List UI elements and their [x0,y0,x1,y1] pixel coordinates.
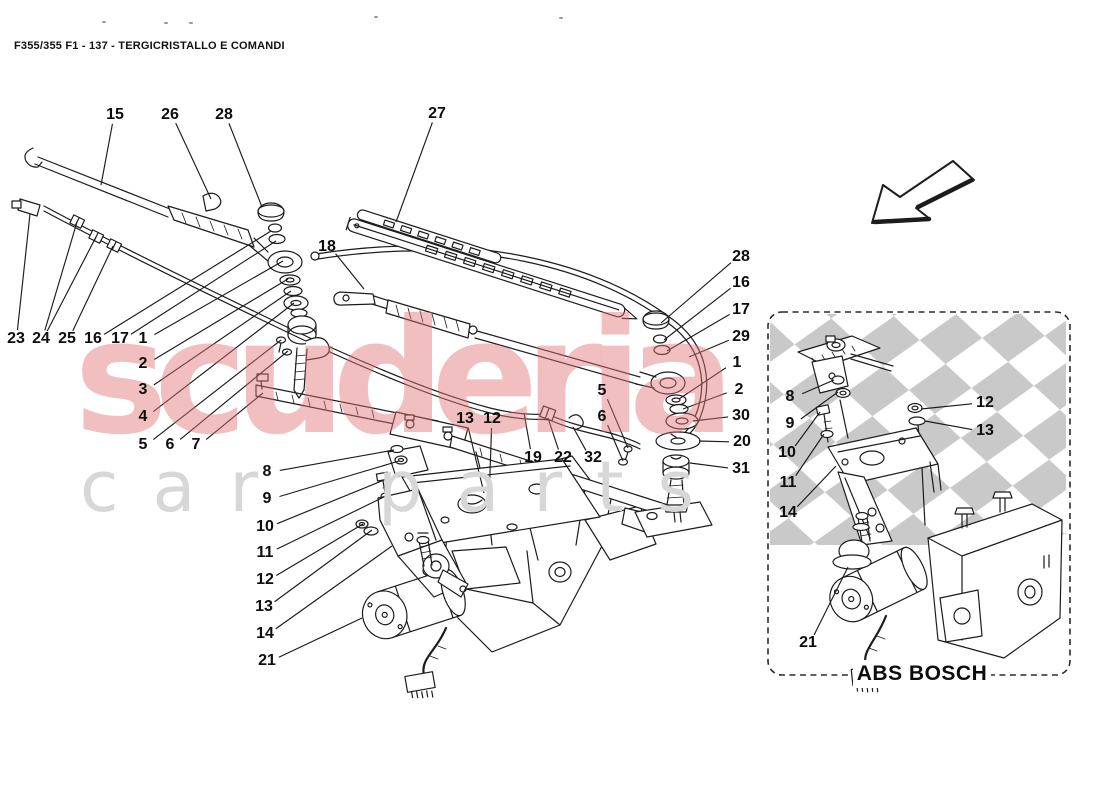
direction-arrow-icon [871,160,975,225]
washer-hose [11,198,641,466]
wiper-arm-18 [333,291,657,389]
right-spindle-assembly [621,479,713,538]
wiper-motor-main [361,532,469,699]
wiper-blade-27 [345,209,638,320]
abs-bracket-assembly [815,402,942,546]
wiper-arm-15 [24,147,269,262]
callout-leader-lines [16,122,973,658]
abs-switch-assembly [797,335,894,439]
scan-specks [102,16,563,24]
abs-engine-block [927,491,1063,659]
